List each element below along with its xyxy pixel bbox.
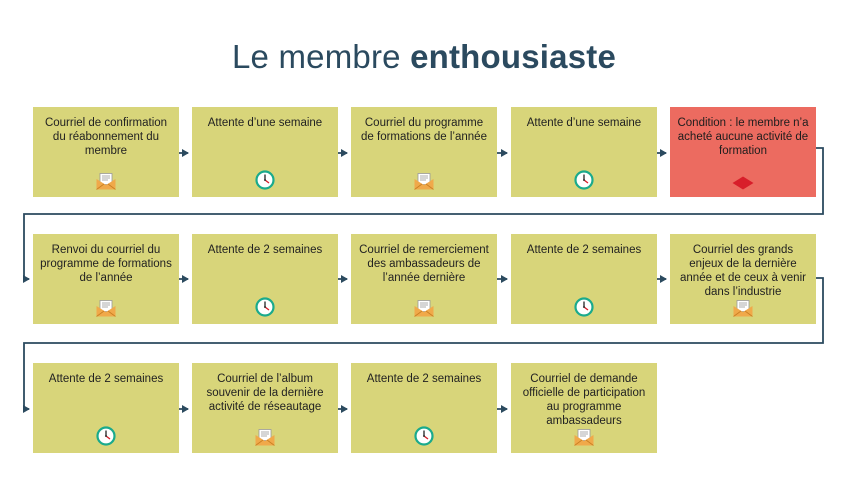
step-13-label: Attente de 2 semaines — [366, 373, 482, 385]
envelope-icon — [414, 173, 434, 190]
title-bold: enthousiaste — [410, 38, 617, 75]
step-8-label: Courriel de remerciement des ambassadeur… — [359, 244, 489, 284]
step-5-condition: Condition : le membre n’a acheté aucune … — [670, 107, 816, 197]
step-7-label: Attente de 2 semaines — [207, 244, 323, 256]
step-10-industry-email: Courriel des grands enjeux de la dernièr… — [670, 234, 816, 324]
envelope-icon — [574, 429, 594, 446]
step-5-label: Condition : le membre n’a acheté aucune … — [677, 117, 809, 157]
step-12-label: Courriel de l’album souvenir de la derni… — [206, 373, 324, 413]
step-4-label: Attente d’une semaine — [526, 117, 642, 129]
step-10-label: Courriel des grands enjeux de la dernièr… — [680, 244, 806, 298]
clock-icon — [255, 297, 275, 317]
step-14-ambassador-email: Courriel de demande officielle de partic… — [511, 363, 657, 453]
envelope-icon — [96, 300, 116, 317]
clock-icon — [574, 297, 594, 317]
step-12-album-email: Courriel de l’album souvenir de la derni… — [192, 363, 338, 453]
step-2-label: Attente d’une semaine — [207, 117, 323, 129]
step-11-wait: Attente de 2 semaines — [33, 363, 179, 453]
step-4-wait: Attente d’une semaine — [511, 107, 657, 197]
title-normal: Le membre — [231, 38, 411, 75]
step-7-wait: Attente de 2 semaines — [192, 234, 338, 324]
clock-icon — [414, 426, 434, 446]
step-13-wait: Attente de 2 semaines — [351, 363, 497, 453]
step-9-label: Attente de 2 semaines — [526, 244, 642, 256]
envelope-icon — [255, 429, 275, 446]
step-3-label: Courriel du programme de formations de l… — [361, 117, 487, 143]
envelope-icon — [96, 173, 116, 190]
page-title: Le membre enthousiaste — [0, 38, 848, 76]
envelope-icon — [414, 300, 434, 317]
clock-icon — [96, 426, 116, 446]
diamond-icon — [732, 176, 754, 190]
step-11-label: Attente de 2 semaines — [48, 373, 164, 385]
step-2-wait: Attente d’une semaine — [192, 107, 338, 197]
step-14-label: Courriel de demande officielle de partic… — [522, 373, 646, 427]
step-6-resend-email: Renvoi du courriel du programme de forma… — [33, 234, 179, 324]
clock-icon — [255, 170, 275, 190]
clock-icon — [574, 170, 594, 190]
step-9-wait: Attente de 2 semaines — [511, 234, 657, 324]
step-1-label: Courriel de confirmation du réabonnement… — [44, 117, 168, 157]
step-8-thanks-email: Courriel de remerciement des ambassadeur… — [351, 234, 497, 324]
step-6-label: Renvoi du courriel du programme de forma… — [40, 244, 172, 284]
step-1-confirmation-email: Courriel de confirmation du réabonnement… — [33, 107, 179, 197]
arrow-10-11 — [23, 277, 824, 413]
envelope-icon — [733, 300, 753, 317]
arrow-5-6 — [23, 147, 824, 283]
step-3-programme-email: Courriel du programme de formations de l… — [351, 107, 497, 197]
